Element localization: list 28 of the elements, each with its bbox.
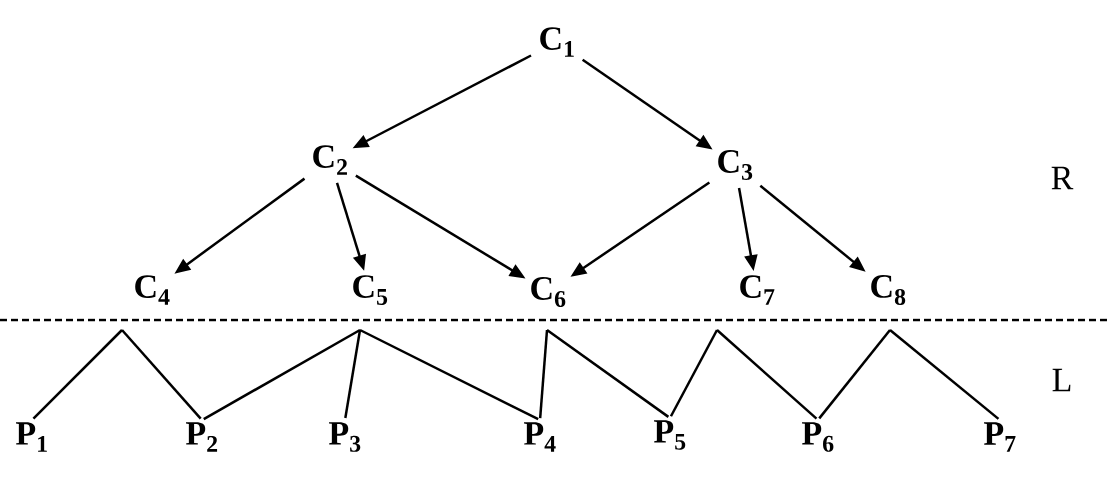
line xyxy=(121,329,202,420)
line xyxy=(538,329,549,419)
line xyxy=(344,329,362,419)
node-label: C$_{2}$ xyxy=(313,145,347,175)
line xyxy=(359,328,539,421)
node-label: P$_{6}$ xyxy=(802,422,834,452)
line xyxy=(669,329,719,417)
line xyxy=(818,329,891,420)
node-label: C$_{5}$ xyxy=(353,275,388,305)
node-label: P$_{2}$ xyxy=(186,422,218,452)
node-label: C$_{3}$ xyxy=(718,150,753,180)
node-label: C$_{8}$ xyxy=(871,275,906,305)
node-label: P$_{5}$ xyxy=(654,420,686,450)
region-label: L xyxy=(1052,368,1071,392)
node-label: P$_{1}$ xyxy=(16,422,47,452)
line xyxy=(889,329,1000,420)
node-label: P$_{4}$ xyxy=(524,422,556,452)
node-label: C$_{4}$ xyxy=(135,275,170,305)
node-label: C$_{7}$ xyxy=(740,275,775,305)
node-label: P$_{7}$ xyxy=(984,422,1016,452)
line xyxy=(32,329,123,420)
node-label: P$_{3}$ xyxy=(329,422,361,452)
node-label: C$_{6}$ xyxy=(531,277,566,307)
region-label: R xyxy=(1051,166,1074,190)
line xyxy=(716,329,818,420)
node-label: C$_{1}$ xyxy=(540,27,574,57)
line xyxy=(203,328,361,421)
line xyxy=(546,329,670,418)
